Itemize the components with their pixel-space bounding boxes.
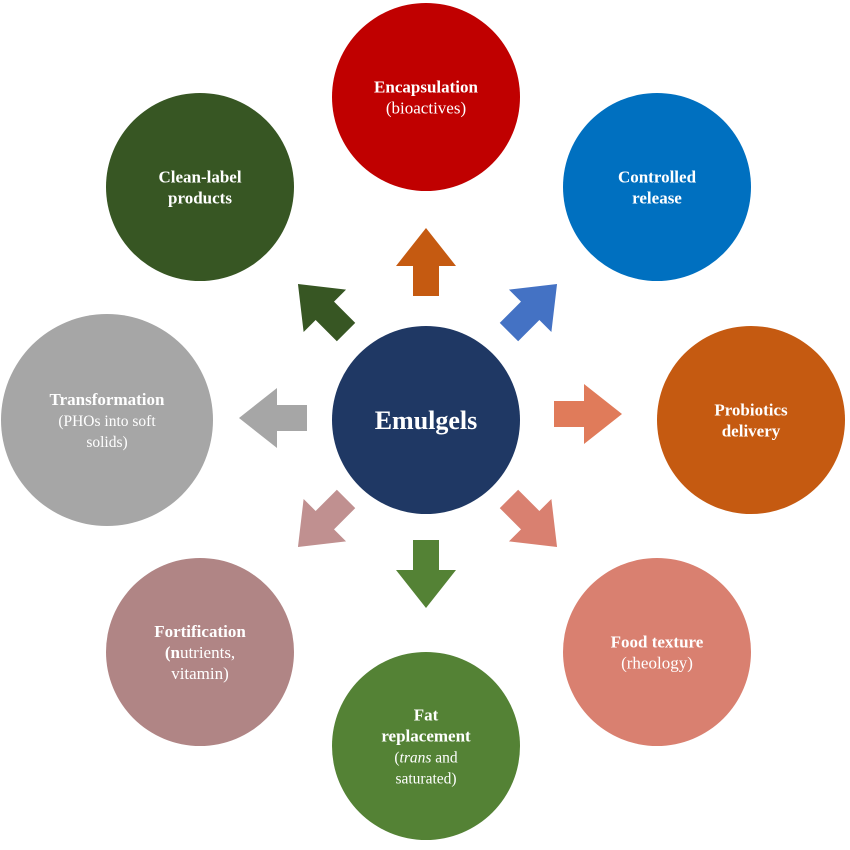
food-texture-label-line: Food texture xyxy=(611,633,704,652)
encapsulation-label-line: Encapsulation xyxy=(374,78,478,97)
controlled-release-label-line: release xyxy=(632,189,682,208)
controlled-release-node: Controlled release xyxy=(563,93,751,281)
probiotics-delivery-arrow xyxy=(554,384,622,444)
arrow-shape xyxy=(297,283,356,342)
fortification-label-line: Fortification xyxy=(154,622,246,641)
clean-label-products-circle xyxy=(106,93,294,281)
encapsulation-arrow xyxy=(396,228,456,296)
encapsulation-circle xyxy=(332,3,520,191)
transformation-arrow xyxy=(239,388,307,448)
arrow-shape xyxy=(297,489,356,548)
probiotics-delivery-node: Probiotics delivery xyxy=(657,326,845,514)
arrow-shape xyxy=(499,283,558,342)
controlled-release-arrow xyxy=(499,283,558,342)
probiotics-delivery-label-line: Probiotics xyxy=(714,401,788,420)
controlled-release-label-line: Controlled xyxy=(618,168,697,187)
fortification-label-line: vitamin) xyxy=(171,664,229,683)
clean-label-products-node: Clean-label products xyxy=(106,93,294,281)
transformation-label-line: solids) xyxy=(86,434,127,451)
transformation-label-line: Transformation xyxy=(50,390,165,409)
fat-replacement-node: Fat replacement (trans and saturated) xyxy=(332,652,520,840)
transformation-label-line: (PHOs into soft xyxy=(58,413,156,430)
encapsulation-label-line: (bioactives) xyxy=(386,99,466,118)
fortification-arrow xyxy=(297,489,356,548)
transformation-node: Transformation (PHOs into soft solids) xyxy=(1,314,213,526)
fat-replacement-arrow xyxy=(396,540,456,608)
controlled-release-circle xyxy=(563,93,751,281)
center-circle xyxy=(332,326,520,514)
fat-replacement-label-line: saturated) xyxy=(395,771,456,788)
food-texture-circle xyxy=(563,558,751,746)
fat-replacement-label-line: Fat xyxy=(414,706,439,725)
probiotics-delivery-circle xyxy=(657,326,845,514)
fortification-circle xyxy=(106,558,294,746)
arrow-shape xyxy=(396,228,456,296)
probiotics-delivery-label-line: delivery xyxy=(722,422,781,441)
fat-replacement-label-line: (trans and xyxy=(394,750,458,767)
arrow-shape xyxy=(239,388,307,448)
fat-replacement-label-line: replacement xyxy=(381,727,471,746)
center-node: Emulgels xyxy=(332,326,520,514)
fat-replacement-circle xyxy=(332,652,520,840)
arrow-shape xyxy=(396,540,456,608)
clean-label-products-arrow xyxy=(297,283,356,342)
food-texture-arrow xyxy=(499,489,558,548)
transformation-circle xyxy=(1,314,213,526)
encapsulation-node: Encapsulation (bioactives) xyxy=(332,3,520,191)
fortification-label-line: (nutrients, xyxy=(165,643,235,662)
clean-label-products-label-line: products xyxy=(168,189,232,208)
center-label: Emulgels xyxy=(375,406,478,435)
clean-label-products-label-line: Clean-label xyxy=(158,168,241,187)
arrow-shape xyxy=(499,489,558,548)
food-texture-node: Food texture (rheology) xyxy=(563,558,751,746)
arrow-shape xyxy=(554,384,622,444)
food-texture-label-line: (rheology) xyxy=(621,654,693,673)
fortification-node: Fortification (nutrients, vitamin) xyxy=(106,558,294,746)
